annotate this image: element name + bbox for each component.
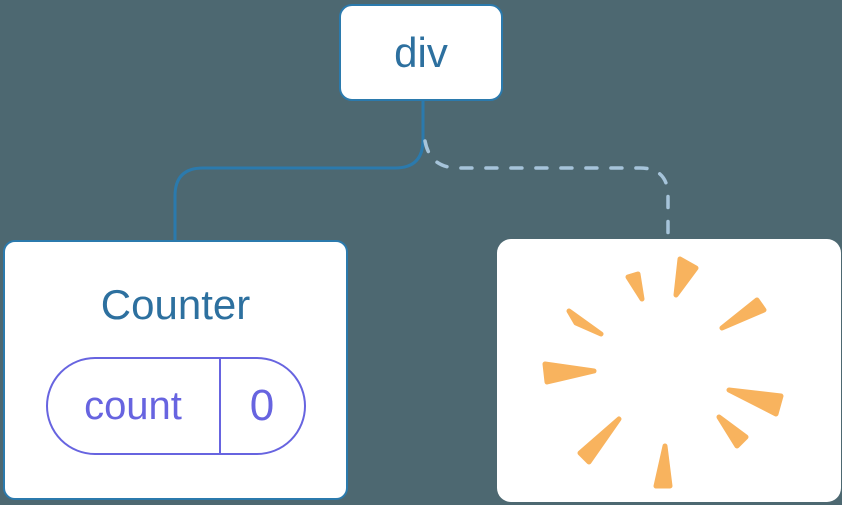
poof-spike (726, 387, 784, 417)
state-value-label: 0 (249, 381, 275, 430)
poof-spike (566, 308, 604, 337)
dashed-connector-line (423, 139, 670, 241)
state-key-label: count (84, 383, 182, 428)
poof-spike (673, 256, 699, 298)
removed-component-card (497, 239, 841, 502)
poof-starburst-icon (542, 256, 784, 489)
tree-node-div: div (339, 4, 503, 101)
poof-spike (716, 414, 749, 449)
state-key-cell: count (48, 359, 221, 453)
poof-spike (577, 416, 622, 465)
solid-connector-line (173, 100, 425, 240)
poof-spike (719, 297, 767, 331)
counter-title: Counter (100, 281, 251, 328)
state-pill: count 0 (45, 357, 306, 455)
counter-component-card: Counter count 0 (3, 240, 348, 500)
poof-spike (542, 361, 597, 385)
poof-spike (625, 271, 645, 302)
state-value-cell: 0 (221, 359, 304, 453)
poof-spike (653, 443, 673, 489)
tree-node-div-label: div (394, 28, 448, 76)
